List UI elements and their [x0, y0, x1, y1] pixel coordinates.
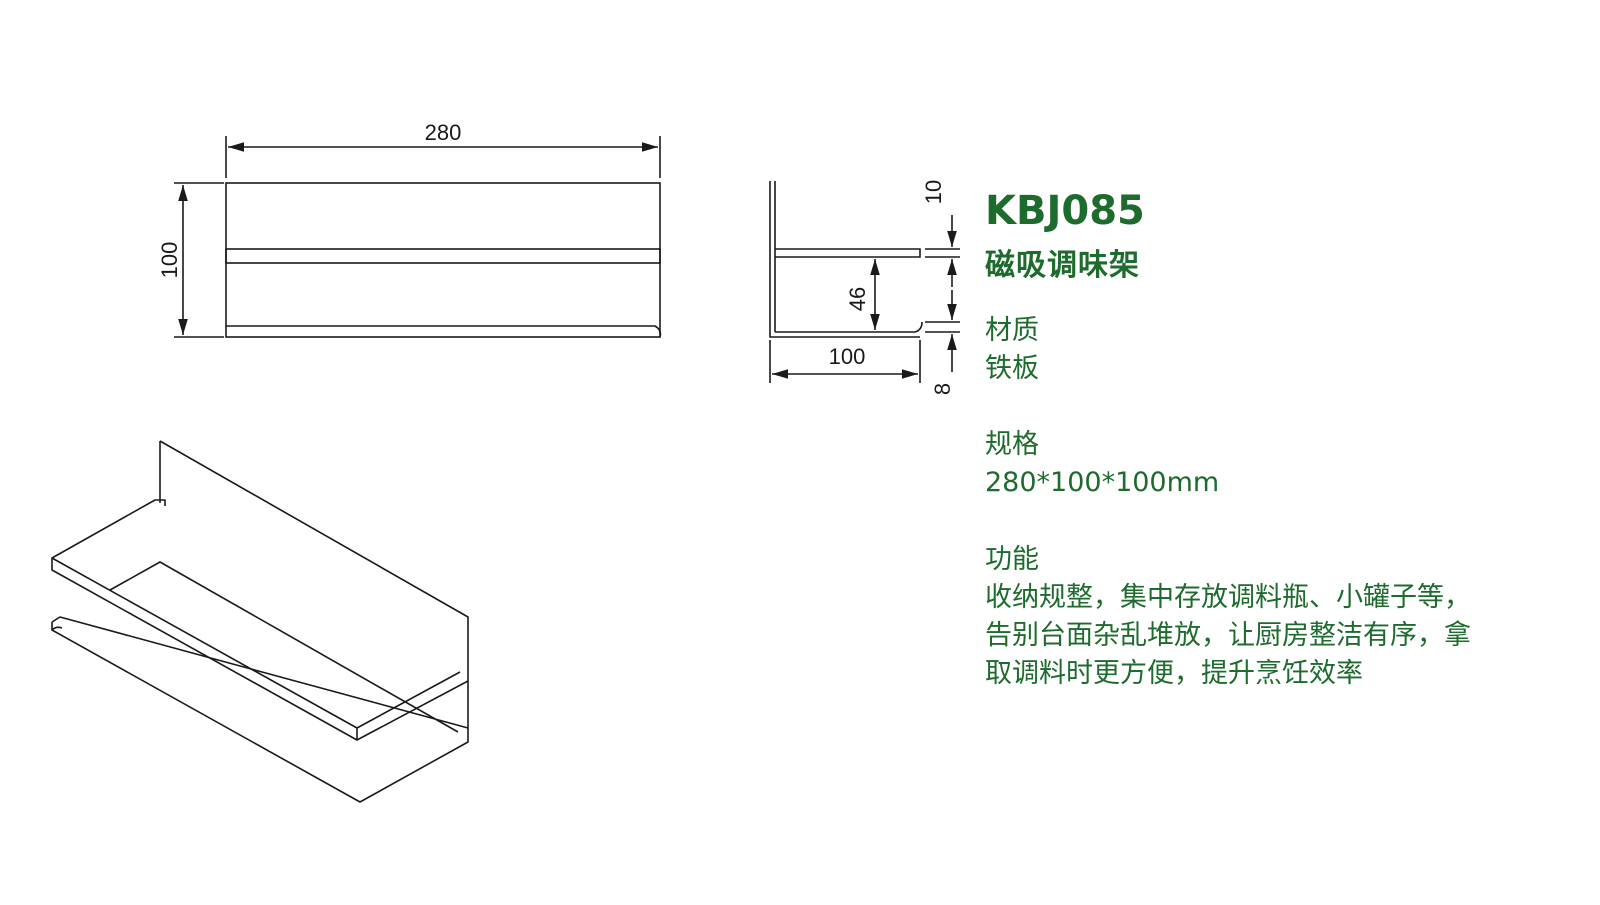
side-top-label: 10	[921, 180, 946, 204]
front-rail	[225, 248, 661, 264]
side-view	[769, 181, 960, 383]
iso-back-panel	[159, 440, 469, 728]
function-line: 告别台面杂乱堆放，让厨房整洁有序，拿	[985, 620, 1471, 651]
side-depth-label: 100	[829, 344, 866, 369]
front-panel	[225, 182, 661, 338]
material-value: 铁板	[985, 353, 1039, 384]
front-width-label: 280	[425, 120, 462, 145]
iso-bottom-lip	[51, 622, 469, 803]
size-label: 规格	[985, 429, 1039, 460]
product-name: 磁吸调味架	[985, 248, 1140, 283]
front-bottom-lip	[226, 325, 662, 338]
front-height-label: 100	[157, 242, 182, 279]
size-value: 280*100*100mm	[985, 467, 1220, 498]
side-profile-shelf	[775, 248, 921, 258]
side-bottom-label: 8	[930, 383, 955, 395]
front-view	[174, 136, 662, 338]
function-line: 收纳规整，集中存放调料瓶、小罐子等，	[985, 582, 1471, 613]
function-label: 功能	[985, 544, 1039, 575]
side-middle-label: 46	[845, 287, 870, 311]
product-code: KBJ085	[985, 188, 1145, 234]
function-line: 取调料时更方便，提升烹饪效率	[985, 658, 1363, 689]
isometric-view	[51, 440, 469, 803]
material-label: 材质	[985, 315, 1039, 346]
side-profile-outer	[769, 181, 920, 338]
